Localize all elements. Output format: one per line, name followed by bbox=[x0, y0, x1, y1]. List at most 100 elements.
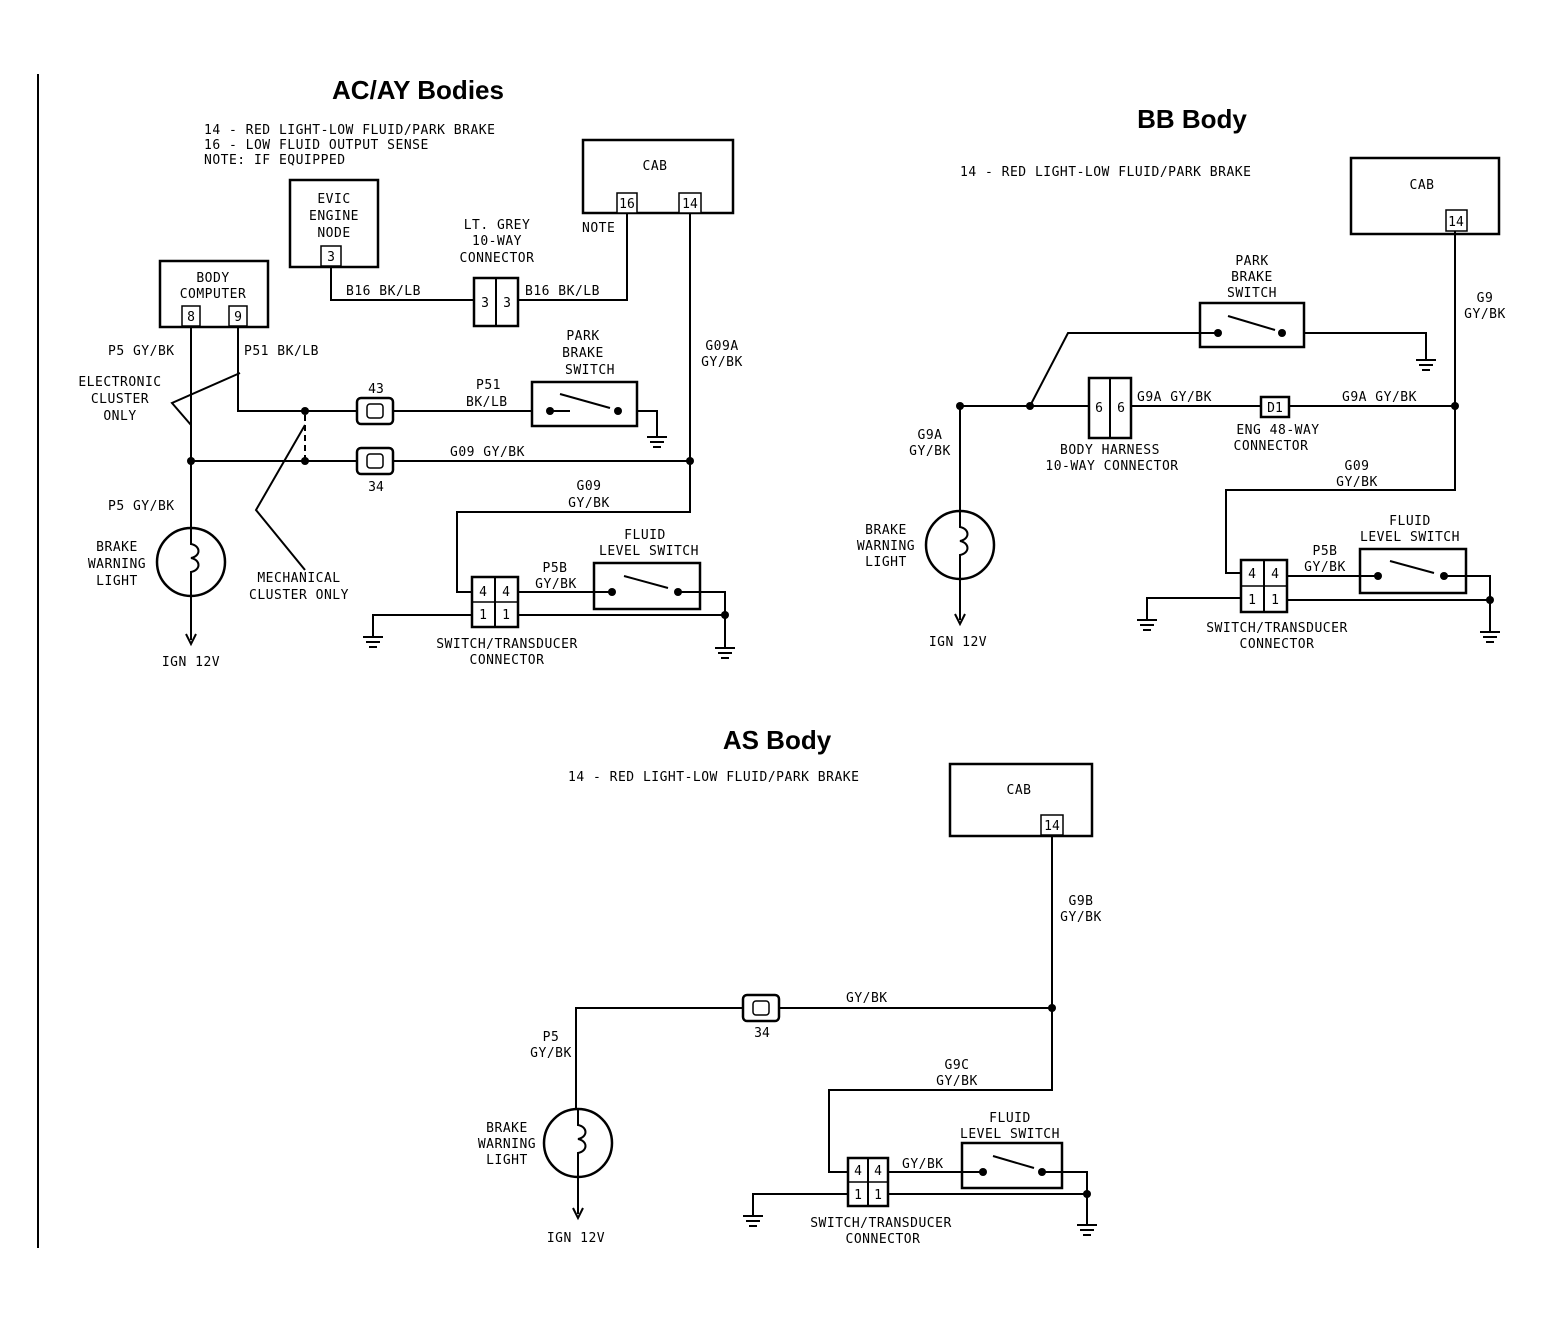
bb-p5b-l2: GY/BK bbox=[1304, 560, 1346, 575]
bb-g09-l2: GY/BK bbox=[1336, 475, 1378, 490]
ac-title: AC/AY Bodies bbox=[332, 75, 504, 105]
as-g9c-wire bbox=[828, 1008, 1053, 1173]
bb-sw-pin3: 1 bbox=[1248, 593, 1256, 608]
bb-eng-l2: CONNECTOR bbox=[1234, 439, 1309, 454]
bb-park-l2: BRAKE bbox=[1231, 270, 1273, 285]
ac-g09a-l1: G09A bbox=[705, 339, 738, 354]
ac-g09-low-l1: G09 bbox=[577, 479, 602, 494]
ac-p51-mid-l2: BK/LB bbox=[466, 395, 508, 410]
bb-bl-l3: LIGHT bbox=[865, 555, 907, 570]
ac-bc-pin-8-label: 8 bbox=[187, 310, 195, 325]
ac-bc-pin-8 bbox=[181, 305, 201, 327]
bb-title: BB Body bbox=[1137, 104, 1247, 134]
bb-p5b-l1: P5B bbox=[1313, 544, 1338, 559]
ac-mech-l1: MECHANICAL bbox=[257, 571, 340, 586]
bb-brake-warning-light bbox=[924, 509, 996, 581]
ac-bc-pin-9 bbox=[228, 305, 248, 327]
bb-g9-l1: G9 bbox=[1477, 291, 1494, 306]
ac-b16-right-label: B16 BK/LB bbox=[525, 284, 600, 299]
as-fluid-level-switch bbox=[960, 1141, 1064, 1190]
ac-note: NOTE bbox=[582, 221, 615, 236]
bb-cab-pin-label: 14 bbox=[1448, 215, 1464, 230]
as-splice-34-label: 34 bbox=[754, 1026, 770, 1041]
ac-evic-l3: NODE bbox=[317, 226, 350, 241]
ac-p5b-l1: P5B bbox=[543, 561, 568, 576]
ac-bc-l1: BODY bbox=[196, 271, 229, 286]
as-section: AS Body 14 - RED LIGHT-LOW FLUID/PARK BR… bbox=[478, 725, 1101, 1247]
as-sw-pin1: 4 bbox=[854, 1164, 862, 1179]
bb-eng-l1: ENG 48-WAY bbox=[1236, 423, 1319, 438]
as-legend: 14 - RED LIGHT-LOW FLUID/PARK BRAKE bbox=[568, 770, 859, 785]
bb-park-ground bbox=[1415, 349, 1437, 371]
as-p5-l2: GY/BK bbox=[530, 1046, 572, 1061]
ac-ay-section: AC/AY Bodies 14 - RED LIGHT-LOW FLUID/PA… bbox=[78, 75, 742, 670]
bb-harness-l2: 10-WAY CONNECTOR bbox=[1045, 459, 1178, 474]
ac-evic-l1: EVIC bbox=[317, 192, 350, 207]
ac-fluid-level-switch bbox=[592, 561, 702, 611]
bb-fluid-ground bbox=[1479, 621, 1501, 643]
ac-conn-pin-a: 3 bbox=[481, 296, 489, 311]
bb-fluid-level-switch bbox=[1358, 547, 1468, 595]
ac-park-l3: SWITCH bbox=[565, 363, 615, 378]
as-bl-l3: LIGHT bbox=[486, 1153, 528, 1168]
ac-ign: IGN 12V bbox=[162, 655, 220, 670]
as-ign: IGN 12V bbox=[547, 1231, 605, 1246]
bb-sw-pin4: 1 bbox=[1271, 593, 1279, 608]
ac-cab-box bbox=[581, 138, 735, 215]
ac-g09-low-wire bbox=[456, 461, 691, 593]
bb-g9-l2: GY/BK bbox=[1464, 307, 1506, 322]
ac-cab-pin-16-label: 16 bbox=[619, 197, 635, 212]
as-p5-wire bbox=[575, 1007, 743, 1109]
ac-electronic-l1: ELECTRONIC bbox=[78, 375, 161, 390]
ac-evic-pin bbox=[320, 245, 342, 267]
ac-splice-43 bbox=[355, 396, 395, 426]
as-cab-box bbox=[948, 762, 1094, 838]
bb-park-l1: PARK bbox=[1235, 254, 1268, 269]
as-cab-pin-label: 14 bbox=[1044, 819, 1060, 834]
ac-legend-2: 16 - LOW FLUID OUTPUT SENSE bbox=[204, 138, 429, 153]
ac-b16-left-label: B16 BK/LB bbox=[346, 284, 421, 299]
ac-park-brake-switch bbox=[530, 380, 639, 428]
ac-p5-low-label: P5 GY/BK bbox=[108, 499, 175, 514]
as-fluid-ground bbox=[1076, 1214, 1098, 1236]
ac-b16-wire-left bbox=[330, 267, 474, 301]
as-switch-ground bbox=[742, 1205, 764, 1227]
as-splice-34 bbox=[741, 993, 781, 1023]
as-p5-l1: P5 bbox=[543, 1030, 560, 1045]
ac-bc-l2: COMPUTER bbox=[180, 287, 247, 302]
ac-splice-34 bbox=[355, 446, 395, 476]
ac-p51-mid-l1: P51 bbox=[476, 378, 501, 393]
ac-park-ground bbox=[646, 426, 668, 448]
as-gybk-sw-label: GY/BK bbox=[902, 1157, 944, 1172]
ac-g09-low-l2: GY/BK bbox=[568, 496, 610, 511]
ac-conn-l1: LT. GREY bbox=[464, 218, 531, 233]
bb-bl-l1: BRAKE bbox=[865, 523, 907, 538]
bb-g09-wire bbox=[1225, 406, 1456, 574]
bb-sw-pin1: 4 bbox=[1248, 567, 1256, 582]
bb-harness-l1: BODY HARNESS bbox=[1060, 443, 1160, 458]
as-cab-label: CAB bbox=[1007, 783, 1032, 798]
ac-splice-34-label: 34 bbox=[368, 480, 384, 495]
ac-conn-l2: 10-WAY bbox=[472, 234, 522, 249]
bb-sw-pin2: 4 bbox=[1271, 567, 1279, 582]
ac-cab-label: CAB bbox=[643, 159, 668, 174]
ac-sw-pin1: 4 bbox=[479, 585, 487, 600]
as-bl-l2: WARNING bbox=[478, 1137, 536, 1152]
ac-sw-pin2: 4 bbox=[502, 585, 510, 600]
ac-p51-top-label: P51 BK/LB bbox=[244, 344, 319, 359]
ac-sw-conn-l1: SWITCH/TRANSDUCER bbox=[436, 637, 578, 652]
bb-sw-conn-l1: SWITCH/TRANSDUCER bbox=[1206, 621, 1348, 636]
ac-electronic-l2: CLUSTER bbox=[91, 392, 149, 407]
ac-fluid-l1: FLUID bbox=[624, 528, 666, 543]
bb-g9a-mid-label: G9A GY/BK bbox=[1137, 390, 1212, 405]
bb-section: BB Body 14 - RED LIGHT-LOW FLUID/PARK BR… bbox=[857, 104, 1506, 652]
bb-g9a-left-l2: GY/BK bbox=[909, 444, 951, 459]
ac-body-computer-box bbox=[158, 259, 270, 329]
ac-p5-top-label: P5 GY/BK bbox=[108, 344, 175, 359]
ac-b16-wire-right bbox=[518, 213, 628, 301]
ac-bc-pin-9-label: 9 bbox=[234, 310, 242, 325]
ac-fluid-ground bbox=[714, 637, 736, 659]
ac-cab-pin-14-label: 14 bbox=[682, 197, 698, 212]
ac-mechanical-pointer bbox=[254, 424, 306, 571]
ac-legend-1: 14 - RED LIGHT-LOW FLUID/PARK BRAKE bbox=[204, 123, 495, 138]
